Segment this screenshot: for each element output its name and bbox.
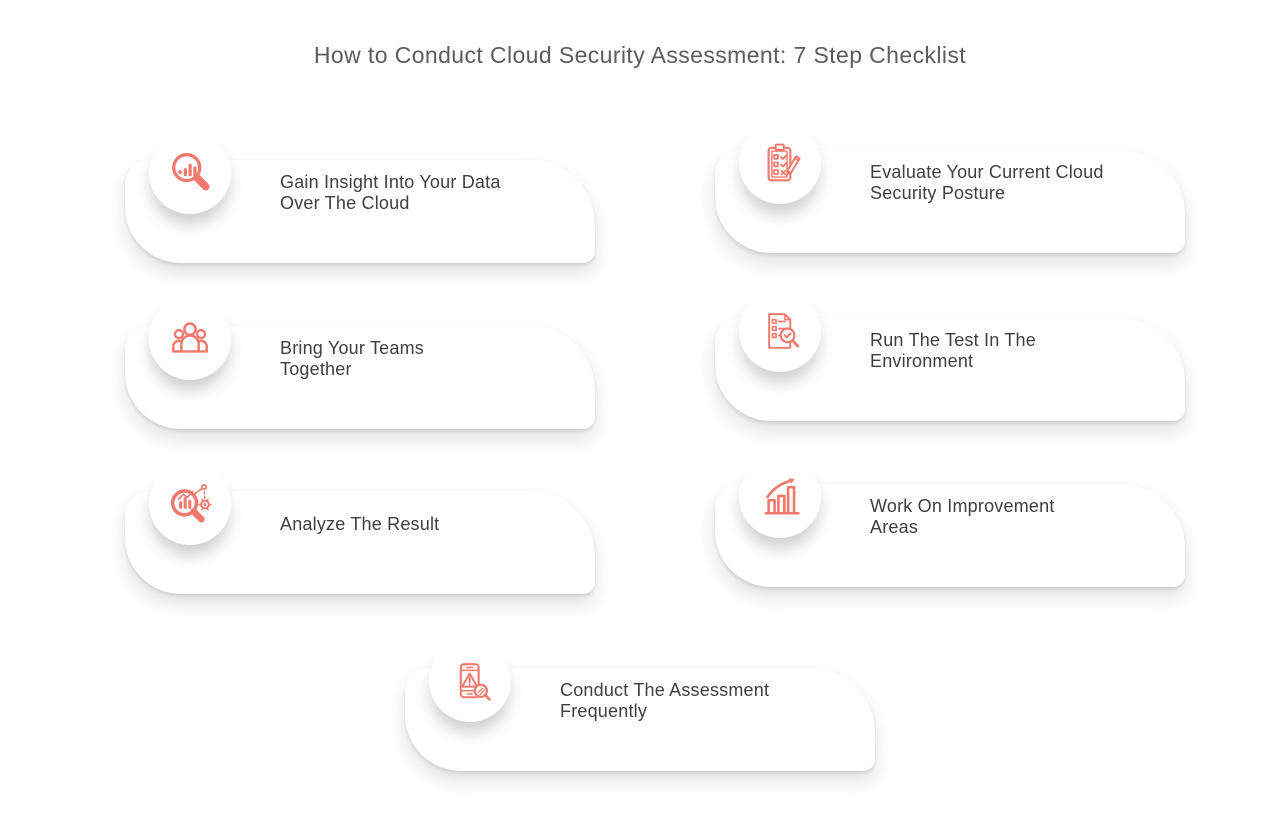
step-card-2: Evaluate Your Current Cloud Security Pos… xyxy=(715,122,1185,253)
step-card-6: Work On Improvement Areas xyxy=(715,456,1185,587)
step-card-5: Analyze The Result xyxy=(125,463,595,594)
step-7-label-line-2: Frequently xyxy=(560,701,648,721)
step-5-label: Analyze The Result xyxy=(280,491,439,557)
step-2-label: Evaluate Your Current Cloud Security Pos… xyxy=(870,150,1104,216)
clipboard-checklist-pencil-icon xyxy=(767,143,801,182)
step-card-1: Gain Insight Into Your Data Over The Clo… xyxy=(125,132,595,263)
step-7-icon-badge xyxy=(429,640,511,722)
step-2-icon-badge xyxy=(739,122,821,204)
step-4-label: Run The Test In The Environment xyxy=(870,318,1036,384)
step-1-label-line-2: Over The Cloud xyxy=(280,193,410,213)
step-4-label-line-2: Environment xyxy=(870,351,974,371)
document-check-magnifier-icon xyxy=(768,313,800,349)
step-1-label-line-1: Gain Insight Into Your Data xyxy=(280,172,501,192)
step-5-label-line-1: Analyze The Result xyxy=(280,513,440,534)
step-6-icon-badge xyxy=(739,456,821,538)
team-icon xyxy=(172,322,208,353)
step-7-label: Conduct The Assessment Frequently xyxy=(560,668,769,734)
step-card-3: Bring Your Teams Together xyxy=(125,298,595,429)
step-3-label-line-2: Together xyxy=(280,359,352,379)
step-3-icon-badge xyxy=(149,298,231,380)
step-6-label-line-1: Work On Improvement xyxy=(870,496,1055,516)
step-4-icon-badge xyxy=(739,290,821,372)
step-5-icon-badge xyxy=(149,463,231,545)
step-6-label-line-2: Areas xyxy=(870,517,919,537)
page-title: How to Conduct Cloud Security Assessment… xyxy=(313,42,967,68)
step-3-label: Bring Your Teams Together xyxy=(280,326,424,392)
step-3-label-line-1: Bring Your Teams xyxy=(280,338,424,358)
phone-warning-magnifier-icon xyxy=(459,663,491,701)
step-4-label-line-1: Run The Test In The xyxy=(870,330,1036,350)
step-2-label-line-2: Security Posture xyxy=(870,183,1006,203)
step-2-label-line-1: Evaluate Your Current Cloud xyxy=(870,162,1104,182)
bar-chart-growth-arrow-icon xyxy=(764,478,800,515)
step-1-label: Gain Insight Into Your Data Over The Clo… xyxy=(280,160,501,226)
step-1-icon-badge xyxy=(149,132,231,214)
step-6-label: Work On Improvement Areas xyxy=(870,484,1055,550)
magnifier-bar-chart-icon xyxy=(172,152,210,191)
step-7-label-line-1: Conduct The Assessment xyxy=(560,680,770,700)
step-card-4: Run The Test In The Environment xyxy=(715,290,1185,421)
step-card-7: Conduct The Assessment Frequently xyxy=(405,640,875,771)
magnifier-chart-gear-icon xyxy=(170,483,212,523)
